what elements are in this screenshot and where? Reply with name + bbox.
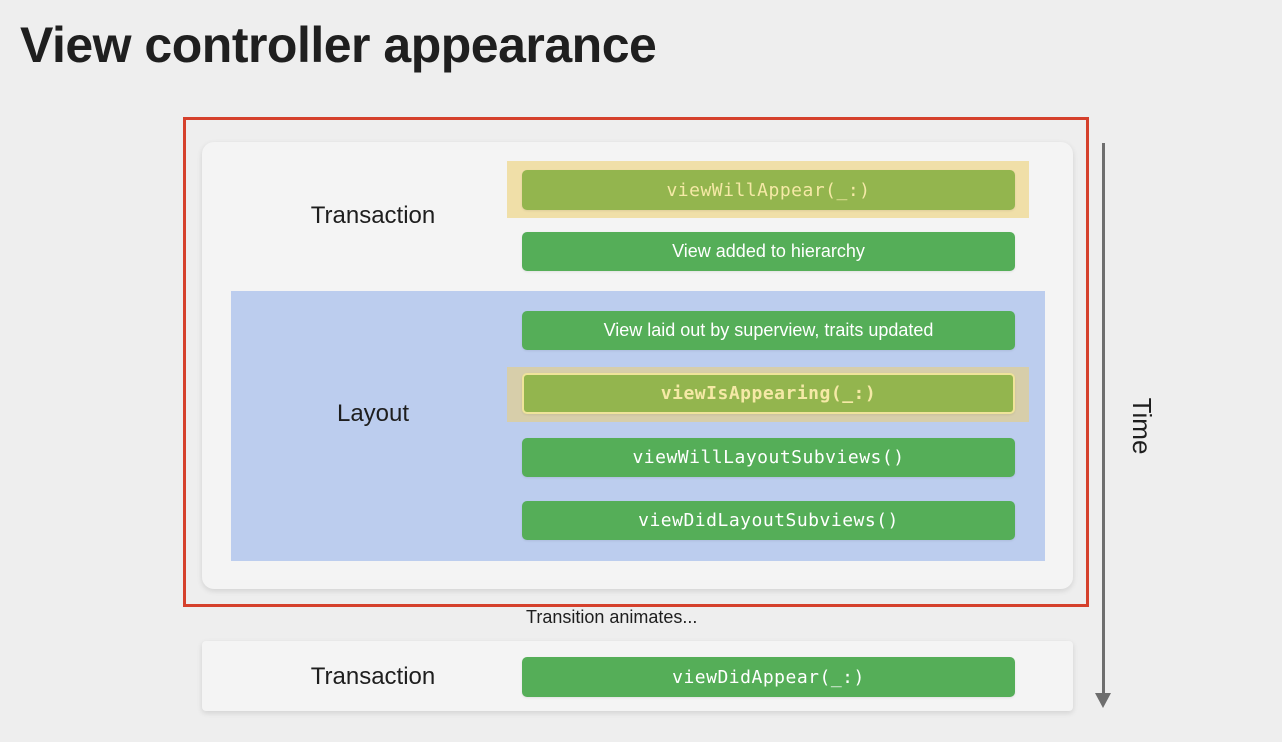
time-arrow-line: [1102, 143, 1105, 698]
transaction-label: Transaction: [310, 202, 436, 229]
view-will-appear-step: viewWillAppear(_:): [522, 170, 1015, 210]
view-is-appearing-step: viewIsAppearing(_:): [522, 373, 1015, 414]
view-did-appear-step: viewDidAppear(_:): [522, 657, 1015, 697]
time-arrow-head: [1095, 693, 1111, 708]
layout-label: Layout: [336, 400, 410, 427]
transaction-2-label: Transaction: [310, 663, 436, 690]
view-added-step: View added to hierarchy: [522, 232, 1015, 271]
view-did-layout-subviews-step: viewDidLayoutSubviews(): [522, 501, 1015, 540]
selection-frame: [183, 117, 1089, 607]
time-label: Time: [1127, 397, 1157, 455]
view-will-layout-subviews-step: viewWillLayoutSubviews(): [522, 438, 1015, 477]
transition-caption: Transition animates...: [526, 607, 698, 627]
page-title: View controller appearance: [20, 17, 657, 73]
view-laid-out-step: View laid out by superview, traits updat…: [522, 311, 1015, 350]
